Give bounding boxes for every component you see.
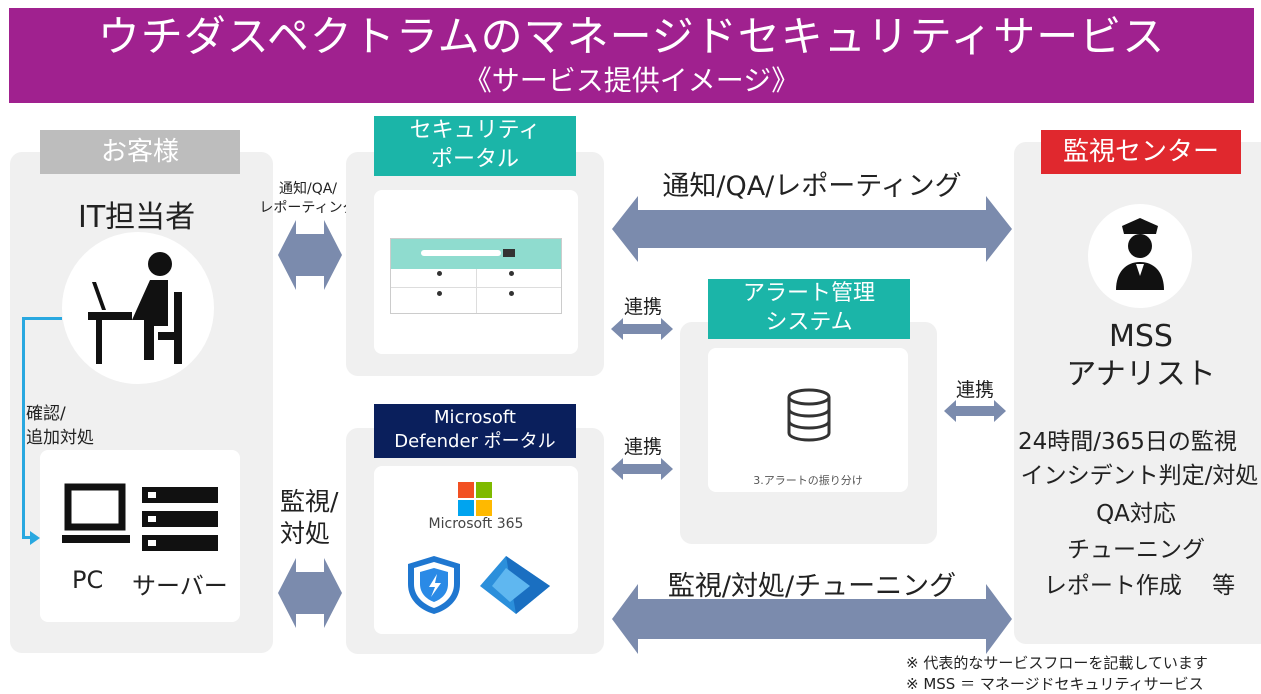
connector-arrowhead <box>30 531 40 545</box>
alert-system-caption: 3.アラートの振り分け <box>753 474 863 487</box>
link-label-3: 連携 <box>956 379 995 401</box>
link-label-2: 連携 <box>624 436 663 458</box>
service-item: インシデント判定/対処 <box>1020 463 1259 489</box>
server-label: サーバー <box>132 572 228 600</box>
link-label-1: 連携 <box>624 296 663 318</box>
analyst-label: MSS アナリスト <box>1066 319 1216 392</box>
server-icon <box>142 487 218 551</box>
defender-portal-label: Microsoft Defender ポータル <box>374 404 576 458</box>
service-item: レポート作成 等 <box>1043 573 1236 599</box>
monitoring-center-label: 監視センター <box>1041 130 1241 174</box>
double-arrow <box>278 558 342 628</box>
small-double-arrow <box>611 318 673 340</box>
page-title: ウチダスペクトラムのマネージドセキュリティサービス <box>97 12 1166 61</box>
notify-large-label: 通知/QA/レポーティング <box>662 171 962 202</box>
double-arrow <box>612 196 1012 262</box>
connector-line <box>22 317 62 320</box>
service-item: チューニング <box>1067 537 1205 563</box>
laptop-icon <box>62 483 130 543</box>
title-banner: ウチダスペクトラムのマネージドセキュリティサービス 《サービス提供イメージ》 <box>9 8 1254 103</box>
desk-worker-icon <box>88 252 182 364</box>
sentinel-icon <box>480 556 550 614</box>
database-icon <box>787 388 831 442</box>
pc-label: PC <box>72 566 104 594</box>
small-double-arrow <box>944 400 1006 422</box>
monitor-large-label: 監視/対処/チューニング <box>667 571 957 602</box>
service-item: 24時間/365日の監視 <box>1018 429 1237 455</box>
microsoft-logo-icon <box>458 482 492 516</box>
double-arrow <box>612 584 1012 654</box>
page-subtitle: 《サービス提供イメージ》 <box>463 64 800 97</box>
double-arrow <box>278 220 342 290</box>
confirm-label: 確認/ 追加対処 <box>26 404 94 448</box>
footnote-1: ※ 代表的なサービスフローを記載しています <box>906 654 1208 672</box>
security-guard-icon <box>1116 218 1164 290</box>
service-item: QA対応 <box>1096 501 1176 527</box>
portal-screenshot <box>390 238 562 314</box>
connector-line-bottom <box>22 536 32 539</box>
footnote-2: ※ MSS ＝ マネージドセキュリティサービス <box>906 675 1204 693</box>
alert-system-frame <box>708 348 908 492</box>
small-double-arrow <box>611 458 673 480</box>
security-portal-label: セキュリティ ポータル <box>374 116 576 176</box>
notify-small-label: 通知/QA/ レポーティング <box>259 181 357 216</box>
monitor-small-label: 監視/ 対処 <box>280 487 339 548</box>
defender-shield-icon <box>408 556 460 614</box>
it-staff-label: IT担当者 <box>78 200 196 235</box>
alert-system-label: アラート管理 システム <box>708 279 910 339</box>
customer-label: お客様 <box>40 130 240 174</box>
connector-line-vertical <box>22 317 25 539</box>
m365-label: Microsoft 365 <box>428 516 524 532</box>
